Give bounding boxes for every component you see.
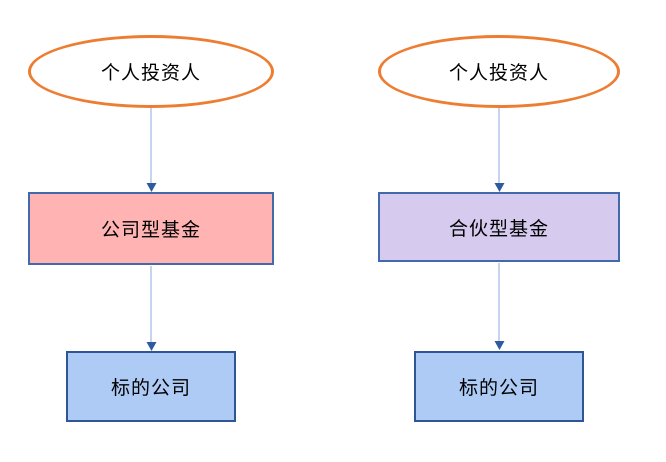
- arrow-investor-to-partnership-fund: [494, 108, 505, 192]
- partnership-fund-box: 合伙型基金: [378, 192, 620, 262]
- arrow-down-icon: [494, 341, 504, 350]
- partnership-fund-flow: 个人投资人 合伙型基金 标的公司: [378, 0, 620, 462]
- arrow-line: [150, 266, 152, 342]
- arrow-partnership-fund-to-target: [494, 263, 505, 350]
- corporate-fund-label: 公司型基金: [100, 220, 201, 241]
- target-company-box-left: 标的公司: [66, 351, 236, 422]
- arrow-corporate-fund-to-target: [146, 266, 157, 351]
- investor-ellipse: 个人投资人: [378, 35, 620, 108]
- investor-ellipse: 个人投资人: [28, 35, 274, 108]
- target-company-label: 标的公司: [110, 378, 191, 399]
- arrow-line: [498, 263, 500, 341]
- investor-label: 个人投资人: [448, 63, 549, 84]
- corporate-fund-flow: 个人投资人 公司型基金 标的公司: [28, 0, 274, 462]
- arrow-down-icon: [146, 342, 156, 351]
- target-company-box-right: 标的公司: [414, 351, 584, 422]
- partnership-fund-label: 合伙型基金: [448, 218, 549, 240]
- investor-label: 个人投资人: [100, 63, 201, 84]
- arrow-down-icon: [494, 183, 504, 192]
- arrow-down-icon: [146, 183, 156, 192]
- arrow-line: [498, 108, 500, 183]
- corporate-fund-box: 公司型基金: [28, 192, 274, 265]
- target-company-label: 标的公司: [458, 378, 539, 399]
- arrow-investor-to-corporate-fund: [146, 108, 157, 192]
- arrow-line: [150, 108, 152, 183]
